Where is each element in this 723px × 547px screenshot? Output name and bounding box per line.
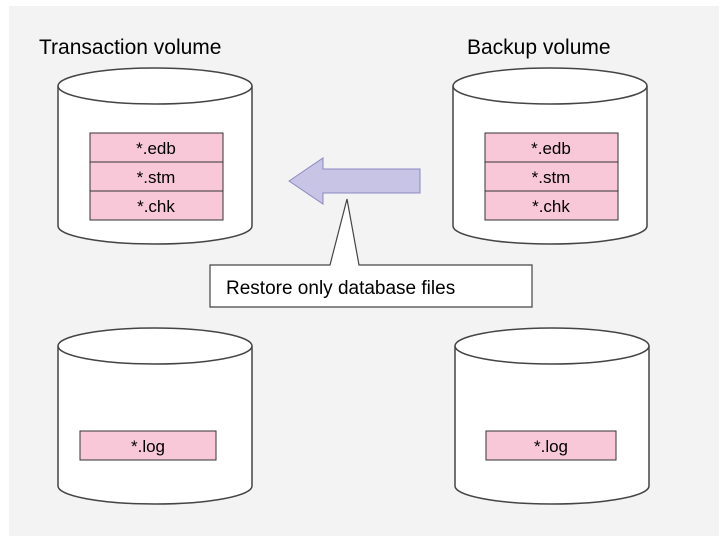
cylinder-top <box>57 67 253 105</box>
file-log-label: *.log <box>131 437 165 456</box>
file-stm <box>484 161 619 192</box>
file-chk <box>484 190 619 221</box>
callout-bubble <box>209 198 533 308</box>
backup-log-cylinder: *.log <box>454 327 650 505</box>
file-edb <box>484 132 619 163</box>
cylinder-body <box>454 346 650 505</box>
cylinder-top <box>452 67 648 105</box>
file-log-label: *.log <box>534 437 568 456</box>
file-log <box>79 430 217 461</box>
backup-volume-cylinder: *.edb *.stm *.chk <box>452 67 648 245</box>
file-chk-label: *.chk <box>532 197 570 216</box>
file-stm <box>89 161 224 192</box>
restore-callout: Restore only database files <box>209 198 533 308</box>
file-edb <box>89 132 224 163</box>
cylinder-top <box>57 327 253 365</box>
cylinder-top <box>454 327 650 365</box>
file-edb-label: *.edb <box>531 139 571 158</box>
file-edb-label: *.edb <box>136 139 176 158</box>
transaction-log-cylinder: *.log <box>57 327 253 505</box>
transaction-volume-cylinder: *.edb *.stm *.chk <box>57 67 253 245</box>
file-chk <box>89 190 224 221</box>
file-stm-label: *.stm <box>532 168 571 187</box>
file-stm-label: *.stm <box>137 168 176 187</box>
restore-arrow <box>288 157 421 205</box>
cylinder-body <box>57 346 253 505</box>
transaction-volume-title: Transaction volume <box>39 36 221 59</box>
file-chk-label: *.chk <box>137 197 175 216</box>
file-log <box>485 430 617 461</box>
callout-text: Restore only database files <box>226 278 455 299</box>
backup-volume-title: Backup volume <box>467 36 611 59</box>
